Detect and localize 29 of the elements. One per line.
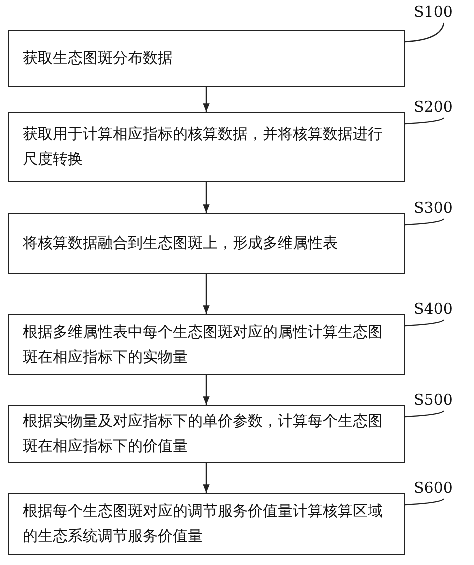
- arrow: [203, 375, 210, 405]
- step-number: S500: [414, 391, 453, 409]
- step-number: S100: [414, 3, 453, 21]
- leader-line: [404, 118, 444, 125]
- leader-line: [404, 410, 444, 418]
- process-box: [8, 314, 405, 375]
- step-text: 根据多维属性表中每个生态图斑对应的属性计算生态图斑在相应指标下的实物量: [23, 322, 384, 368]
- step-number: S600: [414, 479, 453, 497]
- arrow: [203, 87, 210, 112]
- arrow: [203, 182, 210, 213]
- step-text: 获取用于计算相应指标的核算数据，并将核算数据进行尺度转换: [23, 124, 384, 170]
- process-box: [8, 30, 405, 87]
- arrow: [203, 463, 210, 493]
- process-box: [8, 112, 405, 182]
- leader-line: [404, 498, 444, 506]
- leader-line: [404, 218, 444, 226]
- step-text: 将核算数据融合到生态图斑上，形成多维属性表: [23, 233, 338, 254]
- process-box: [8, 405, 405, 463]
- step-number: S200: [414, 98, 453, 116]
- step-number: S400: [414, 300, 453, 318]
- step-text: 获取生态图斑分布数据: [23, 48, 173, 69]
- step-number: S300: [414, 199, 453, 217]
- leader-line: [404, 22, 445, 43]
- step-text: 根据实物量及对应指标下的单价参数，计算每个生态图斑在相应指标下的价值量: [23, 411, 384, 457]
- arrow: [203, 274, 210, 314]
- step-text: 根据每个生态图斑对应的调节服务价值量计算核算区域的生态系统调节服务价值量: [23, 501, 384, 547]
- process-box: [8, 493, 405, 555]
- process-box: [8, 213, 405, 274]
- leader-line: [404, 320, 444, 327]
